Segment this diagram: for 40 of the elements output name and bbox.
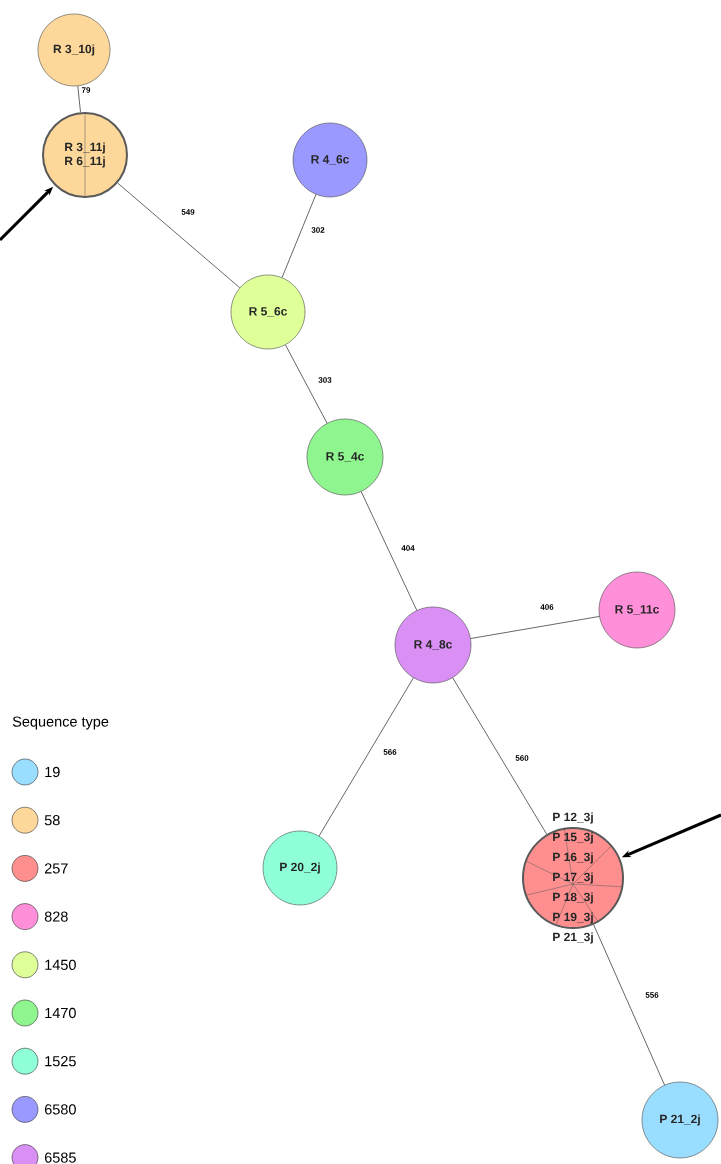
legend-label: 1470 — [45, 1007, 76, 1019]
legend-label: 257 — [44, 863, 68, 874]
legend-label: 6580 — [44, 1104, 76, 1115]
connector-line — [318, 677, 414, 837]
edge-label: 302 — [310, 226, 326, 234]
circle-node: R 5_6c — [230, 274, 306, 350]
edge-label: 566 — [382, 748, 398, 756]
edge-label: 549 — [180, 208, 196, 216]
legend-label: 1450 — [45, 959, 76, 970]
split-node: R 3_11j R 6_11j — [42, 111, 128, 199]
edge-label: 560 — [514, 754, 530, 762]
edge-label: 404 — [400, 544, 416, 552]
legend-label: 828 — [44, 911, 68, 922]
circle-node: R 4_8c — [394, 606, 472, 684]
circle-node: R 5_11c — [598, 571, 676, 649]
connector-line — [470, 616, 600, 639]
connector-line — [77, 85, 81, 113]
connector-line — [285, 344, 328, 424]
legend-label: 58 — [44, 815, 60, 826]
legend-title: Sequence type — [12, 716, 109, 730]
edge-label: 79 — [80, 86, 92, 94]
connector-line — [360, 491, 418, 611]
connector-line — [117, 182, 240, 288]
circle-node: P 20_2j — [262, 830, 338, 906]
edge-label: 406 — [539, 603, 555, 611]
pie-node: P 12_3j P 15_3j P 16_3j P 17_3j P 18_3j P 19_3j P 21_3j — [522, 812, 624, 944]
circle-node: R 3_10j — [37, 13, 111, 87]
connector-line — [593, 924, 665, 1086]
circle-node: R 4_6c — [292, 122, 368, 198]
node-label: P 12_3j — [553, 812, 593, 824]
node-label: P 21_3j — [553, 932, 593, 944]
legend-label: 19 — [45, 766, 60, 778]
circle-node: R 5_4c — [306, 418, 384, 496]
connector-line — [281, 194, 317, 278]
legend-label: 6585 — [44, 1152, 76, 1163]
edge-label: 303 — [317, 376, 333, 384]
connector-line — [452, 677, 548, 835]
circle-node: P 21_2j — [641, 1081, 719, 1159]
edge-label: 556 — [644, 991, 660, 999]
legend-label: 1525 — [45, 1056, 76, 1067]
